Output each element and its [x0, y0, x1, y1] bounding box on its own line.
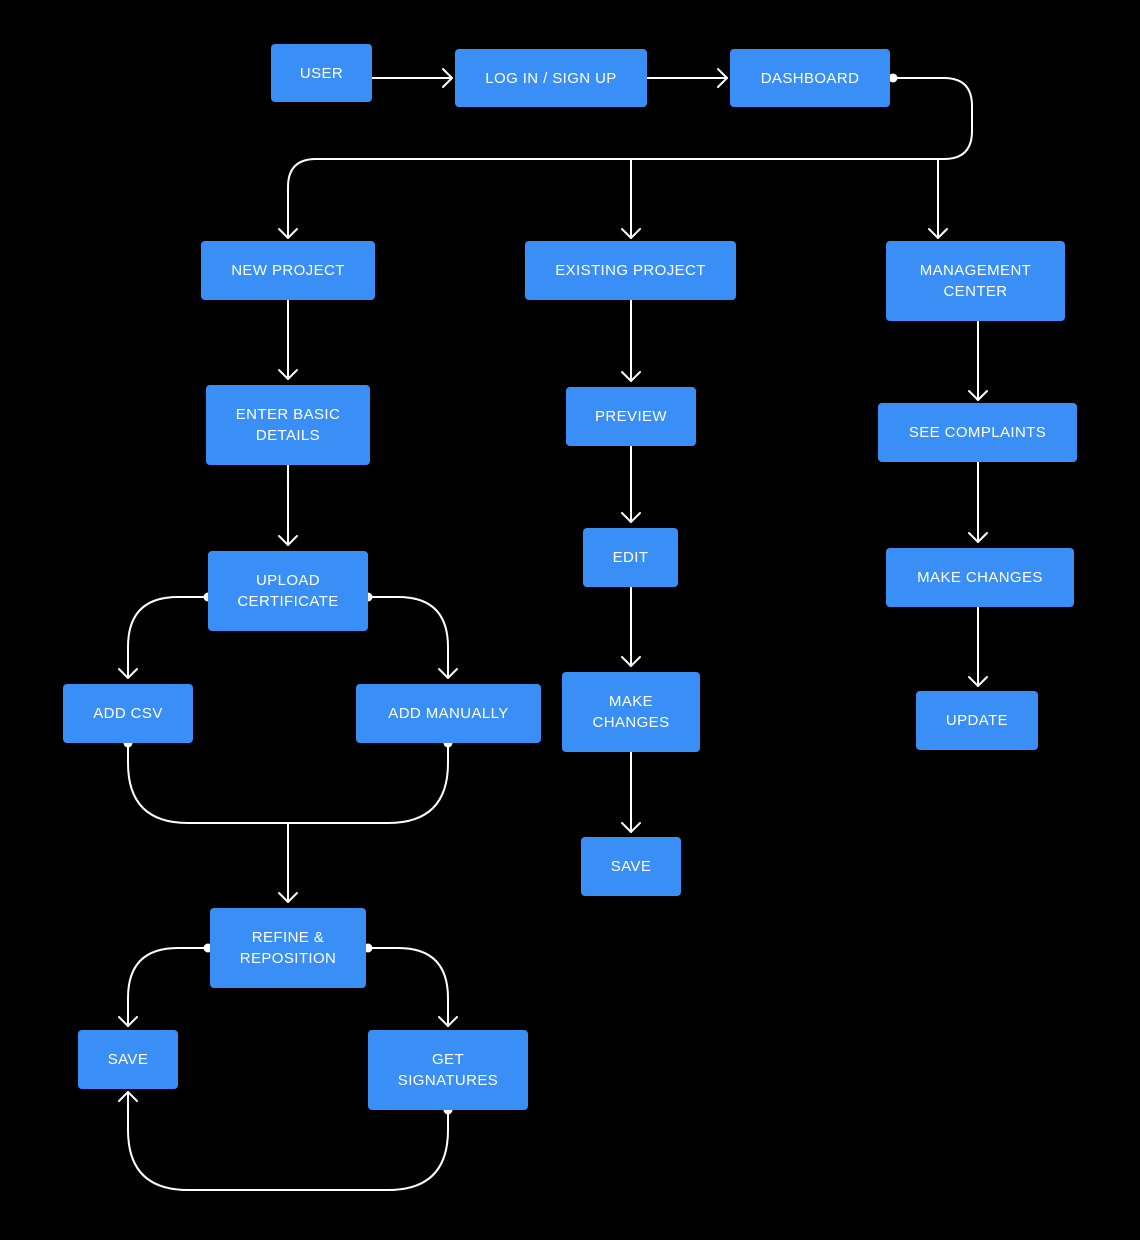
- arrowhead-see-complaints: [968, 390, 988, 401]
- arrowhead-update: [968, 676, 988, 687]
- connector-upload-csv: [127, 596, 209, 679]
- arrowhead-login: [442, 68, 453, 88]
- node-refine-reposition[interactable]: REFINE & REPOSITION: [210, 908, 366, 988]
- arrowhead-make-changes-existing: [621, 656, 641, 667]
- arrowhead-edit: [621, 512, 641, 523]
- node-save-existing-project[interactable]: SAVE: [581, 837, 681, 896]
- node-upload-certificate[interactable]: UPLOAD CERTIFICATE: [208, 551, 368, 631]
- node-make-changes-management[interactable]: MAKE CHANGES: [886, 548, 1074, 607]
- node-save-new-project[interactable]: SAVE: [78, 1030, 178, 1089]
- node-get-signatures[interactable]: GET SIGNATURES: [368, 1030, 528, 1110]
- connector-refine-signatures: [367, 947, 449, 1027]
- arrowhead-management-center: [928, 228, 948, 239]
- arrowhead-save-loop: [118, 1091, 138, 1102]
- node-add-csv[interactable]: ADD CSV: [63, 684, 193, 743]
- connector-signatures-save: [127, 1091, 449, 1191]
- arrowhead-preview: [621, 371, 641, 382]
- connector-upload-manual: [367, 596, 449, 679]
- node-make-changes-existing[interactable]: MAKE CHANGES: [562, 672, 700, 752]
- node-edit[interactable]: EDIT: [583, 528, 678, 587]
- arrowhead-dashboard: [717, 68, 728, 88]
- arrowhead-save-new: [118, 1016, 138, 1027]
- arrowhead-add-csv: [118, 668, 138, 679]
- connector-dashboard-bus: [287, 77, 973, 239]
- arrowhead-save-existing: [621, 822, 641, 833]
- connector-merge: [127, 742, 449, 824]
- connector-refine-save: [127, 947, 209, 1027]
- arrowhead-add-manually: [438, 668, 458, 679]
- node-management-center[interactable]: MANAGEMENT CENTER: [886, 241, 1065, 321]
- node-enter-basic-details[interactable]: ENTER BASIC DETAILS: [206, 385, 370, 465]
- node-add-manually[interactable]: ADD MANUALLY: [356, 684, 541, 743]
- node-preview[interactable]: PREVIEW: [566, 387, 696, 446]
- connector-dot: [888, 73, 898, 83]
- node-user[interactable]: USER: [271, 44, 372, 102]
- arrowhead-existing-project: [621, 228, 641, 239]
- node-login-signup[interactable]: LOG IN / SIGN UP: [455, 49, 647, 107]
- node-see-complaints[interactable]: SEE COMPLAINTS: [878, 403, 1077, 462]
- arrowhead-refine: [278, 892, 298, 903]
- node-dashboard[interactable]: DASHBOARD: [730, 49, 890, 107]
- node-new-project[interactable]: NEW PROJECT: [201, 241, 375, 300]
- arrowhead-get-signatures: [438, 1016, 458, 1027]
- node-update[interactable]: UPDATE: [916, 691, 1038, 750]
- node-existing-project[interactable]: EXISTING PROJECT: [525, 241, 736, 300]
- arrowhead-new-project: [278, 228, 298, 239]
- arrowhead-upload: [278, 535, 298, 546]
- arrowhead-make-changes-management: [968, 532, 988, 543]
- arrowhead-details: [278, 369, 298, 380]
